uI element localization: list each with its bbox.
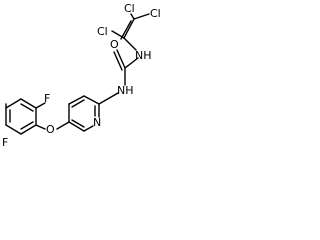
bond-c1-cl — [130, 13, 135, 20]
atom-label-cl-top-left: Cl — [124, 2, 135, 15]
atom-label-o-carbonyl: O — [110, 38, 119, 51]
bond-pyr-4-inner — [71, 119, 85, 128]
bond-n-c-urea — [124, 57, 139, 69]
atom-label-f-para: F — [2, 136, 8, 148]
bond-c1-cl — [133, 13, 150, 20]
bond-pyr-4 — [68, 121, 85, 132]
bond-ph-5 — [20, 98, 37, 109]
bond-c1-c2-double — [123, 18, 135, 39]
atom-label-f-ortho: F — [44, 92, 50, 105]
atom-label-cl-vinyl: Cl — [97, 25, 108, 38]
atom-label-n-lower: NH — [117, 84, 134, 97]
bond-o-phenyl — [35, 124, 46, 130]
bond-ph-5-inner — [20, 103, 34, 112]
bond-ph-f-ortho — [35, 102, 46, 109]
bond-c-o-double — [116, 49, 126, 69]
atom-label-cl-top-right: Cl — [150, 7, 161, 20]
bond-c2-n — [123, 37, 137, 51]
bond-pyr-1 — [83, 95, 100, 105]
bond-c2-cl — [111, 30, 125, 39]
structure-canvas: Cl Cl Cl NH O NH N O F F — [2, 2, 161, 148]
atom-label-n-pyridine: N — [93, 116, 101, 129]
atom-label-o-ether: O — [46, 123, 55, 136]
bond-pyr-2 — [68, 95, 85, 105]
bond-c1-c2-double-inner — [120, 20, 132, 40]
atom-labels: Cl Cl Cl NH O NH N O F F — [2, 2, 161, 148]
bond-n-pyridine — [98, 92, 119, 105]
bond-ph-1-inner — [20, 121, 34, 130]
bond-ph-4 — [5, 98, 22, 109]
bond-lines — [5, 13, 150, 135]
bond-pyr-5 — [83, 125, 94, 132]
bond-pyr-o — [56, 121, 70, 130]
atom-label-n-upper: NH — [135, 49, 152, 62]
bond-pyr-2-inner — [71, 99, 85, 108]
bond-ph-2 — [5, 124, 22, 135]
bond-c-o-double-inner — [113, 51, 123, 71]
bond-ph-1 — [20, 124, 37, 135]
